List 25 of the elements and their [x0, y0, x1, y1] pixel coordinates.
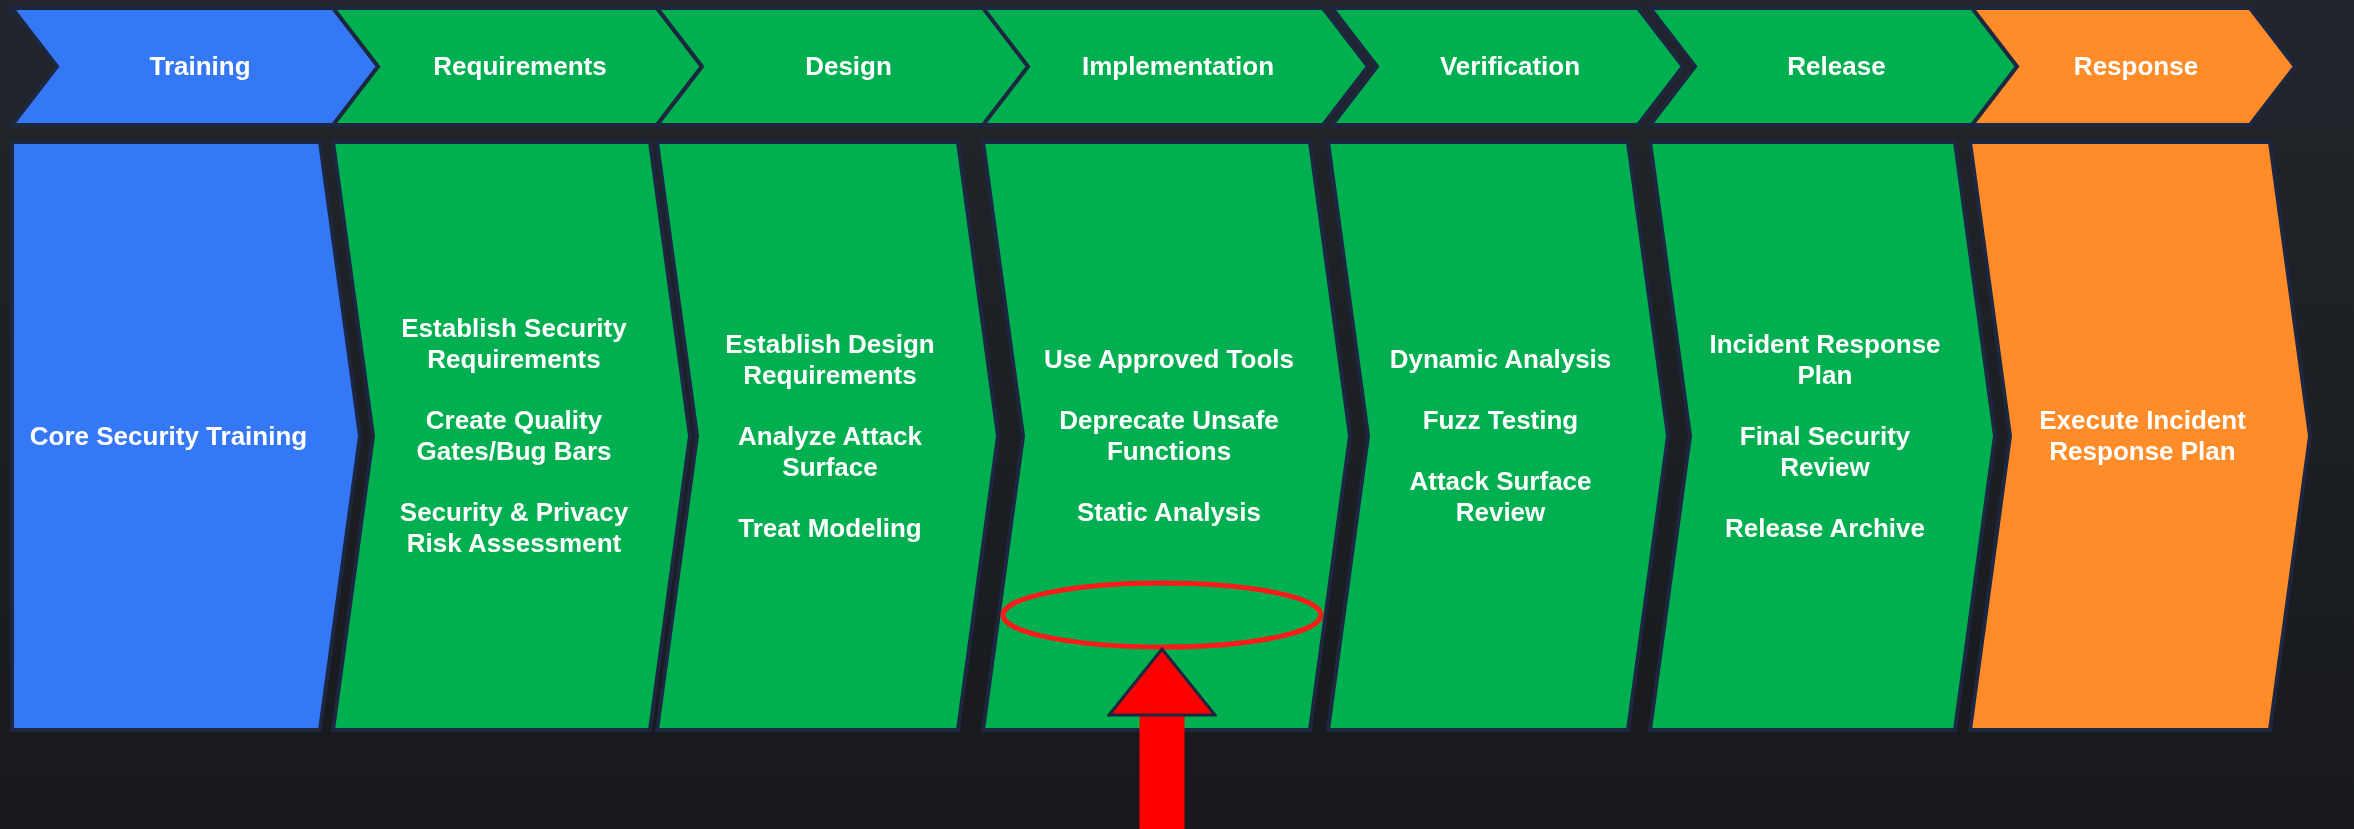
activity-text: Release Archive — [1725, 512, 1925, 544]
phase-title: Design — [805, 51, 892, 82]
phase-title: Requirements — [433, 51, 607, 82]
phase-title: Implementation — [1081, 51, 1275, 82]
phase-title: Training — [149, 51, 251, 82]
phase-title: Verification — [1439, 51, 1581, 82]
activity-text: Security & Privacy Risk Assessment — [398, 497, 630, 559]
phase-title: Response — [2073, 51, 2199, 82]
activity-text: Analyze Attack Surface — [737, 420, 923, 483]
activity-text: Use Approved Tools — [1044, 344, 1294, 375]
activity-text: Attack Surface Review — [1408, 466, 1593, 528]
activity-text: Dynamic Analysis — [1389, 344, 1612, 375]
activity-text: Core Security Training — [29, 420, 308, 452]
activity-text: Create Quality Gates/Bug Bars — [415, 405, 613, 467]
activity-text: Final Security Review — [1738, 420, 1912, 483]
activity-text: Deprecate Unsafe Functions — [1058, 405, 1280, 467]
activity-text: Establish Design Requirements — [724, 328, 936, 391]
activity-text: Static Analysis — [1077, 497, 1261, 528]
activity-text: Treat Modeling — [738, 512, 922, 544]
pointer-arrow — [1107, 647, 1217, 829]
activity-text: Establish Security Requirements — [400, 313, 628, 375]
activity-text: Incident Response Plan — [1708, 328, 1942, 391]
activity-text: Fuzz Testing — [1422, 405, 1579, 436]
phase-title: Release — [1787, 51, 1886, 82]
activity-text: Execute Incident Response Plan — [2038, 405, 2247, 467]
